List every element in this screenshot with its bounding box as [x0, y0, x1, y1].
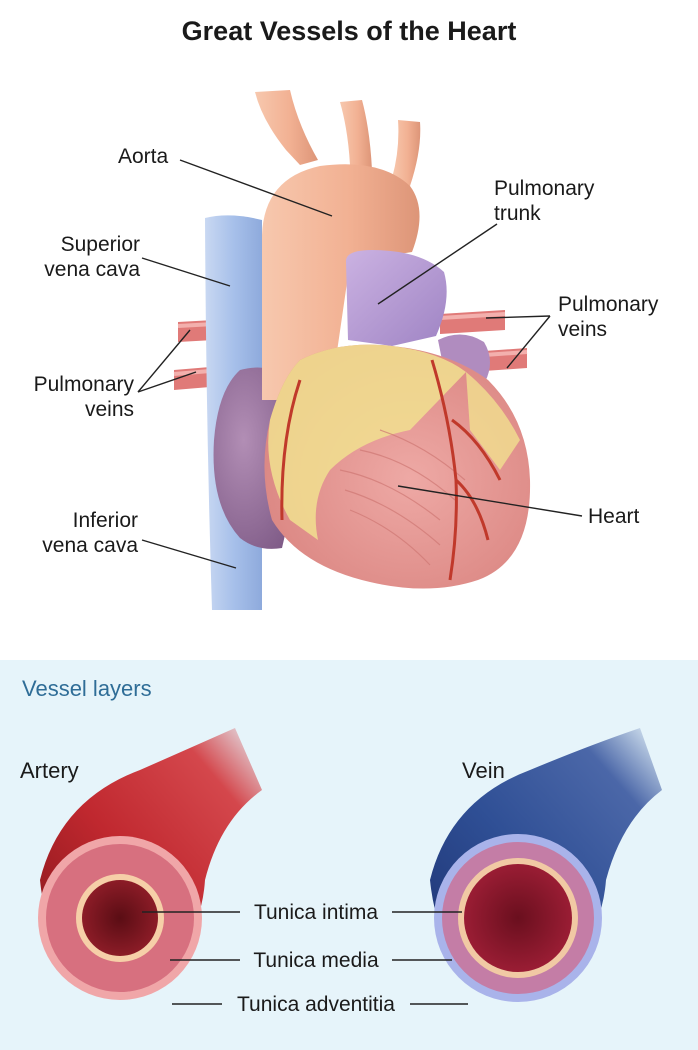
label-heart: Heart [588, 505, 640, 528]
label-aorta: Aorta [118, 145, 169, 168]
label-superior-vena-cava-line2: vena cava [44, 258, 140, 281]
label-pulmonary-veins-right-line1: Pulmonary [558, 293, 659, 316]
label-superior-vena-cava-line1: Superior [60, 233, 140, 256]
label-pulmonary-trunk: Pulmonary trunk [494, 176, 594, 226]
label-pulmonary-trunk-line1: Pulmonary [494, 177, 595, 200]
aorta-shape [255, 90, 421, 400]
page-title: Great Vessels of the Heart [181, 16, 517, 46]
label-superior-vena-cava: Superior vena cava [18, 232, 140, 282]
label-inferior-vena-cava-line2: vena cava [42, 534, 138, 557]
label-pulmonary-trunk-line2: trunk [494, 202, 541, 225]
artery-illustration [38, 728, 262, 1000]
label-artery: Artery [20, 758, 79, 783]
label-tunica-media: Tunica media [253, 949, 379, 972]
heart-illustration [173, 90, 531, 610]
label-pulmonary-veins-left: Pulmonary veins [10, 372, 134, 422]
coronary-arteries [280, 359, 502, 581]
label-inferior-vena-cava-line1: Inferior [72, 509, 138, 532]
label-pulmonary-veins-left-line2: veins [84, 398, 134, 421]
label-pulmonary-veins-left-line1: Pulmonary [33, 373, 134, 396]
pulmonary-trunk-shape [345, 250, 447, 346]
section-title-vessel-layers: Vessel layers [22, 676, 152, 701]
label-vein: Vein [462, 758, 505, 783]
label-pulmonary-veins-right-line2: veins [558, 318, 608, 341]
layer-leader-lines [142, 911, 468, 1005]
label-tunica-adventitia: Tunica adventitia [237, 993, 395, 1016]
label-inferior-vena-cava: Inferior vena cava [18, 508, 138, 558]
heart-leader-lines [137, 159, 583, 569]
epicardial-fat [268, 344, 466, 540]
label-tunica-intima: Tunica intima [253, 901, 379, 924]
vein-illustration [430, 728, 662, 1002]
label-pulmonary-veins-right: Pulmonary veins [558, 292, 658, 342]
muscle-striations [339, 429, 466, 566]
